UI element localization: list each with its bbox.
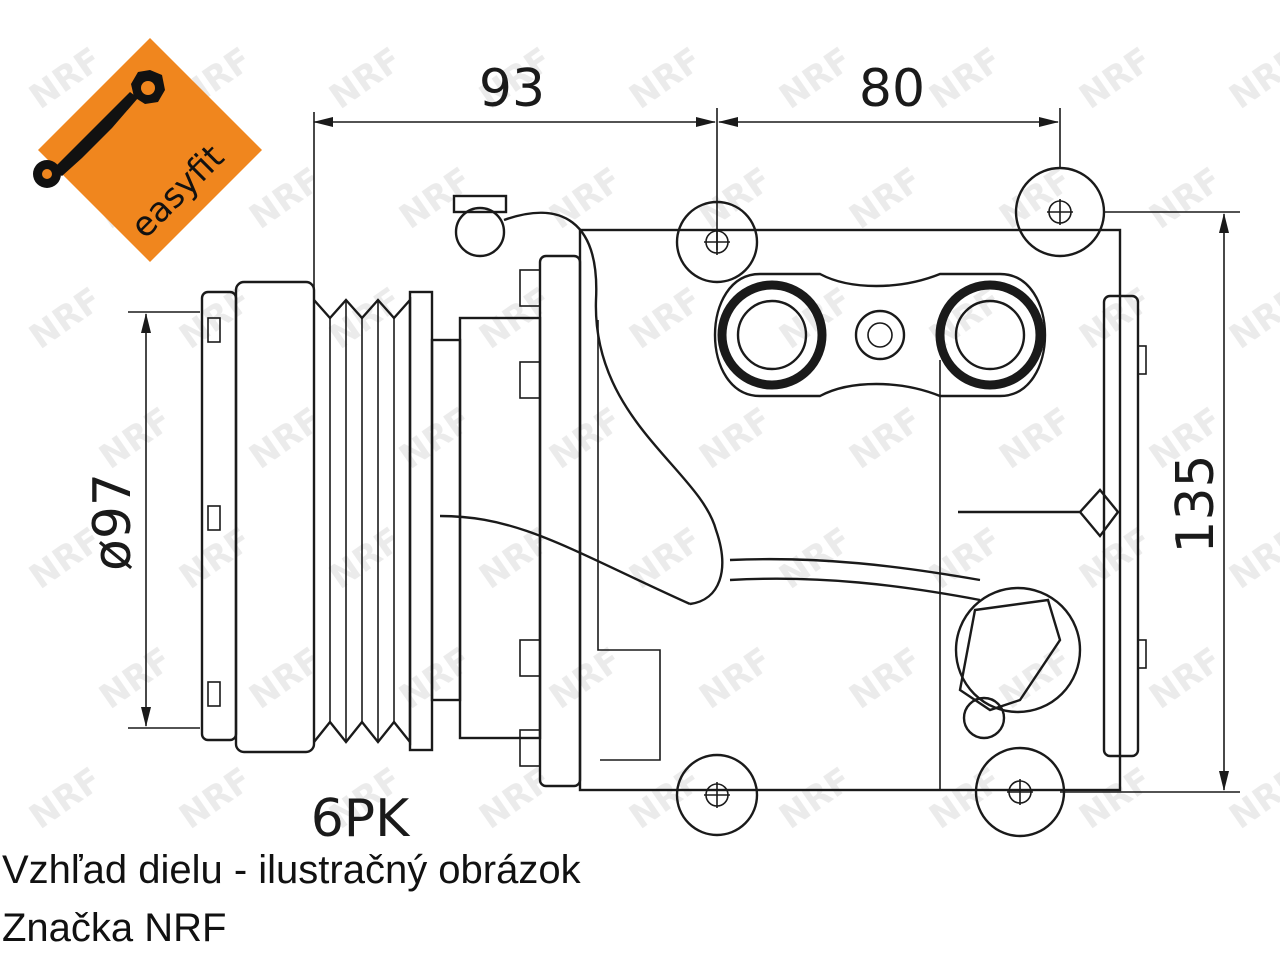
dimension-top: 93 80 (313, 59, 1061, 300)
wiring-harness (439, 194, 1082, 740)
wrench-icon (33, 70, 165, 188)
watermark-logo: NRF (242, 400, 329, 477)
watermark-logo: NRF (242, 160, 329, 237)
watermark-logo: NRF (692, 400, 779, 477)
watermark-logo: NRF (172, 760, 259, 837)
watermark-logo: NRF (992, 160, 1079, 237)
caption-illustration-note: Vzhľad dielu - ilustračný obrázok (2, 848, 581, 892)
mounting-ears (675, 166, 1106, 838)
watermark-logo: NRF (772, 760, 859, 837)
watermark-logo: NRF (472, 760, 559, 837)
easyfit-badge: easyfit (33, 38, 262, 262)
watermark-logo: NRF (172, 520, 259, 597)
dim-diameter-label: ø97 (83, 473, 143, 571)
watermark-logo: NRF (842, 400, 929, 477)
compressor-body (458, 228, 1147, 792)
watermark-logo: NRF (992, 400, 1079, 477)
watermark-logo: NRF (542, 640, 629, 717)
watermark-logo: NRF (1072, 760, 1159, 837)
belt-label: 6PK (311, 789, 411, 849)
watermark-logo: NRF (622, 280, 709, 357)
dimension-diameter: ø97 (83, 311, 200, 729)
badge-background (38, 38, 262, 262)
watermark-logo: NRF (922, 760, 1009, 837)
watermark-logo: NRF (242, 640, 329, 717)
compressor-technical-drawing: NRF NRF NRF NRF NRF NRF NRF NRF NRF NRF NRF NRF NRF N… (22, 38, 1280, 849)
watermark-logo: NRF (1142, 160, 1229, 237)
watermark-logo: NRF (1222, 280, 1280, 357)
watermark-logo: NRF (92, 400, 179, 477)
watermark-logo: NRF (842, 160, 929, 237)
watermark-logo: NRF (622, 40, 709, 117)
watermark-logo: NRF (842, 640, 929, 717)
dimension-height: 135 (1060, 211, 1240, 793)
watermark-logo: NRF (322, 40, 409, 117)
watermark-logo: NRF (322, 520, 409, 597)
watermark-logo: NRF (772, 40, 859, 117)
watermark-logo: NRF (542, 400, 629, 477)
dim-135-label: 135 (1166, 454, 1226, 553)
clutch-pulley: 6PK (200, 280, 462, 849)
caption-brand: Značka NRF (2, 906, 227, 950)
watermark-logo: NRF (392, 640, 479, 717)
watermark-logo: NRF (472, 520, 559, 597)
watermark-logo: NRF (1142, 640, 1229, 717)
watermark-logo: NRF (1072, 520, 1159, 597)
refrigerant-ports (713, 272, 1047, 398)
watermark-logo: NRF (922, 520, 1009, 597)
dim-80-label: 80 (859, 59, 925, 119)
watermark-logo: NRF (622, 520, 709, 597)
dim-93-label: 93 (479, 59, 545, 119)
watermark-logo: NRF (542, 160, 629, 237)
watermark-logo: NRF (92, 640, 179, 717)
watermark-logo: NRF (1072, 40, 1159, 117)
watermark-logo: NRF (692, 160, 779, 237)
watermark-logo: NRF (1222, 40, 1280, 117)
watermark-logo: NRF (22, 280, 109, 357)
watermark-logo: NRF (22, 760, 109, 837)
watermark-logo: NRF (392, 160, 479, 237)
watermark-logo: NRF (322, 280, 409, 357)
watermark-logo: NRF (622, 760, 709, 837)
watermark-logo: NRF (1222, 520, 1280, 597)
watermark-logo: NRF (392, 400, 479, 477)
watermark-logo: NRF (1222, 760, 1280, 837)
watermark-logo: NRF (922, 40, 1009, 117)
watermark-logo: NRF (692, 640, 779, 717)
